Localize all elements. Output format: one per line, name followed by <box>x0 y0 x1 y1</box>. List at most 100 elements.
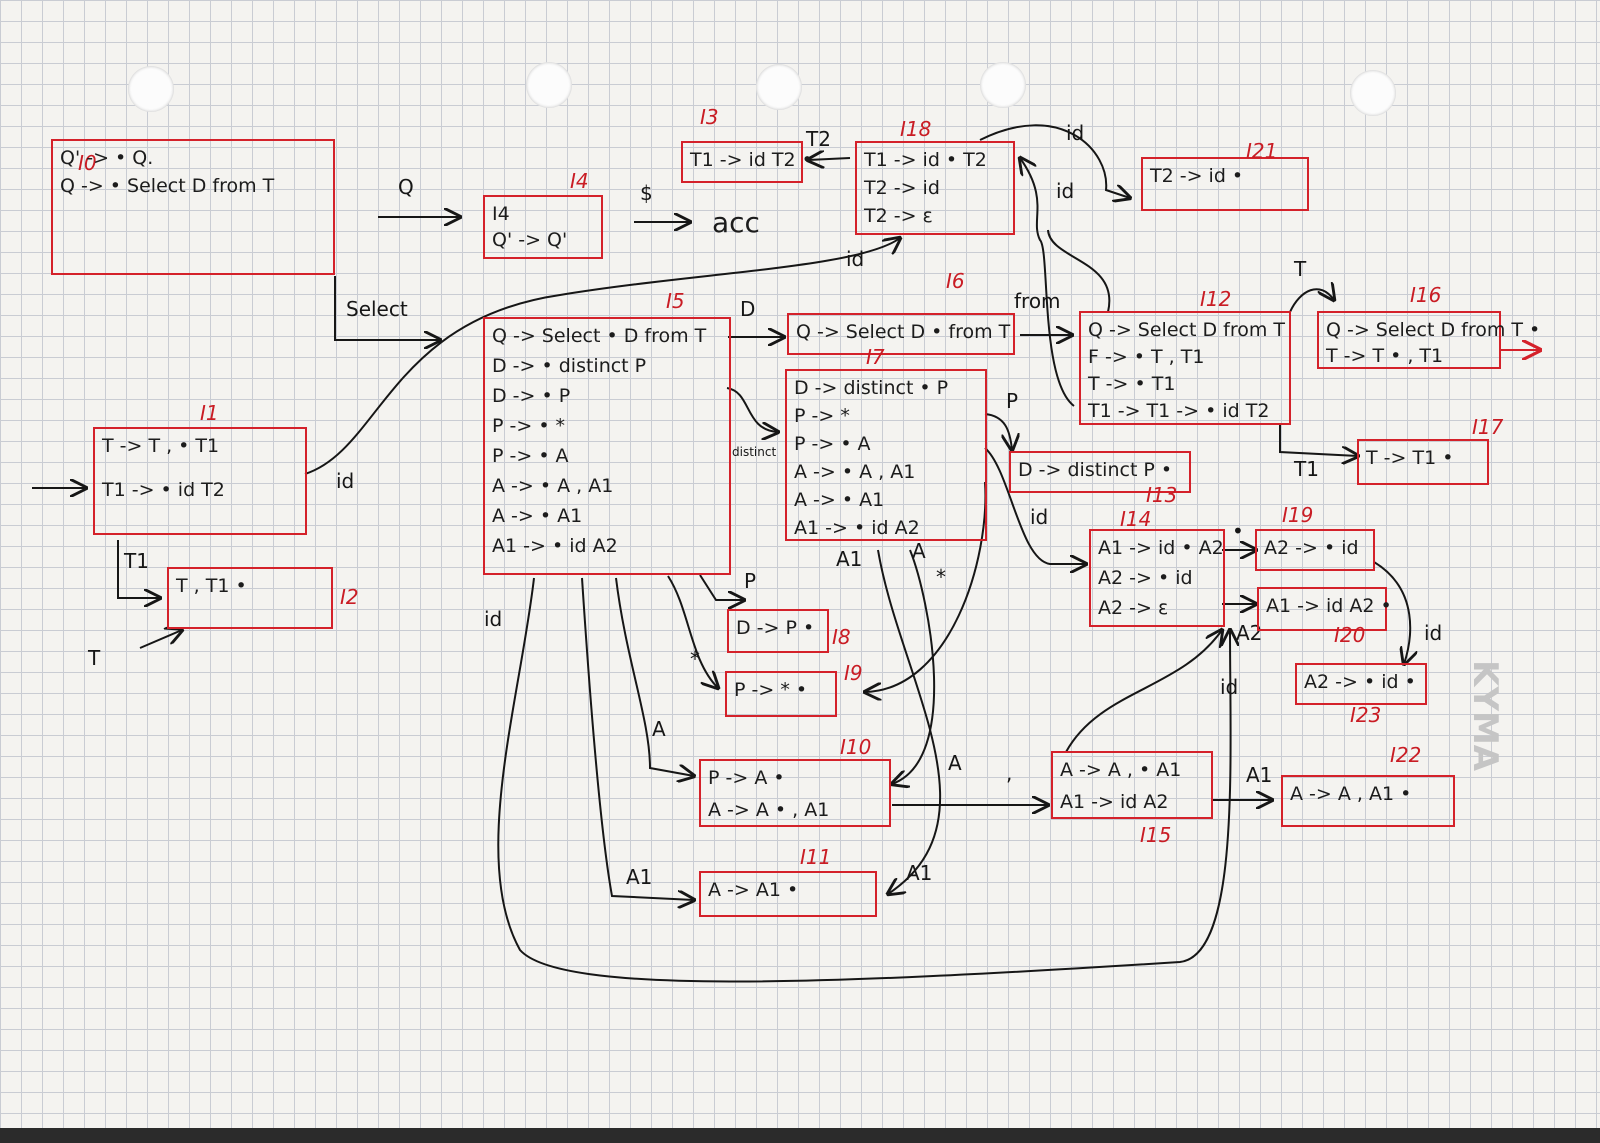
state-i9: I9 P -> * • <box>725 661 863 717</box>
state-box <box>681 141 803 183</box>
label-p-i7: P <box>1006 389 1018 413</box>
state-box <box>1079 311 1291 425</box>
state-item: A1 -> • id A2 <box>492 535 618 557</box>
state-i3: I3 T1 -> id T2 • <box>681 105 813 183</box>
state-box <box>855 141 1015 235</box>
state-item: A -> • A1 <box>794 489 884 511</box>
label-d: D <box>740 297 755 321</box>
state-item: T2 -> id • <box>1149 165 1243 187</box>
state-box <box>1317 311 1501 369</box>
label-id-i18-top: id <box>846 247 864 271</box>
state-i0: I0Q' -> • Q.Q -> • Select D from T <box>51 139 335 275</box>
state-box <box>1357 439 1489 485</box>
state-item: T -> • T1 <box>1087 373 1175 395</box>
state-label: I9 <box>844 661 863 685</box>
state-item: D -> • P <box>492 385 570 407</box>
state-box <box>1281 775 1455 827</box>
state-i8: I8D -> P • <box>727 609 851 653</box>
state-box <box>727 609 829 653</box>
label-dollar: $ <box>640 181 653 205</box>
label-a-i7: A <box>912 539 926 563</box>
label-select: Select <box>346 297 408 321</box>
label-id-i12: id <box>1056 179 1074 203</box>
edge-i7-i10 <box>892 549 936 784</box>
edge-i5-i10 <box>615 577 694 776</box>
edge-i1-i2 <box>117 540 160 598</box>
state-box <box>483 317 731 575</box>
state-item: D -> P • <box>736 617 814 639</box>
label-a1-i15: A1 <box>1246 763 1272 787</box>
state-label: I16 <box>1410 283 1441 307</box>
state-label: I18 <box>900 117 931 141</box>
state-label: I11 <box>800 845 831 869</box>
edge-i5-i8 <box>699 574 744 600</box>
state-item: A -> • A , A1 <box>492 475 613 497</box>
state-label: I3 <box>700 105 719 129</box>
label-p-i5: P <box>744 569 756 593</box>
label-a1-i7: A1 <box>836 547 862 571</box>
state-label: I5 <box>666 289 685 313</box>
label-id-i15: id <box>1220 675 1238 699</box>
state-item: T2 -> ε <box>863 205 933 227</box>
state-item: P -> • A <box>492 445 569 467</box>
state-item: T1 -> id T2 • <box>689 149 813 171</box>
state-item: T -> T , • T1 <box>101 435 219 457</box>
state-item: P -> * • <box>734 679 807 701</box>
state-label: I20 <box>1334 623 1365 647</box>
watermark: KYMA <box>1465 660 1505 772</box>
label-from: from <box>1014 289 1061 313</box>
edges <box>32 124 1540 983</box>
state-item: Q' -> Q' <box>492 229 567 251</box>
edge-i1-i18 <box>304 238 900 475</box>
punch-hole <box>756 64 802 110</box>
state-box <box>1089 529 1225 627</box>
edge-i7-i11 <box>877 549 942 894</box>
edge-t-stub <box>139 630 182 649</box>
state-box <box>51 139 335 275</box>
state-item: P -> • A <box>794 433 871 455</box>
label-id-i19: id <box>1424 621 1442 645</box>
edge-labels: Q $ acc Select id T1 T D from distinct P… <box>87 121 1442 889</box>
state-item: T1 -> id • T2 <box>863 149 987 171</box>
state-label: I10 <box>840 735 871 759</box>
label-id-i18: id <box>1066 121 1084 145</box>
state-i5: I5Q -> Select • D from TD -> • distinct … <box>483 289 731 575</box>
punch-hole <box>526 62 572 108</box>
state-box <box>167 567 333 629</box>
state-item: A1 -> id A2 <box>1060 791 1168 813</box>
state-item: A1 -> • id A2 <box>794 517 920 539</box>
state-label: I0 <box>78 151 97 175</box>
label-a-i10: A <box>948 751 962 775</box>
state-i7: I7D -> distinct • PP -> *P -> • AA -> • … <box>785 345 987 541</box>
state-item: Q -> Select D from T • <box>1326 319 1540 341</box>
edge-i18-i3 <box>808 158 851 160</box>
label-star-i5: * <box>690 647 700 671</box>
punch-hole <box>980 62 1026 108</box>
state-label: I17 <box>1472 415 1504 439</box>
state-item: A1 -> id A2 • <box>1266 595 1392 617</box>
edge-i5-i9 <box>667 575 718 688</box>
state-item: P -> • * <box>492 415 565 437</box>
edge-i5-i11 <box>581 577 694 900</box>
state-label: I1 <box>200 401 219 425</box>
state-box <box>93 427 307 535</box>
state-i6: I6Q -> Select D • from T <box>787 269 1015 355</box>
state-box <box>1255 529 1375 571</box>
state-item: P -> A • <box>708 767 785 789</box>
state-item: F -> • T , T1 <box>1088 346 1204 368</box>
state-box <box>1295 663 1427 705</box>
state-item: A2 -> • id • <box>1304 671 1416 693</box>
